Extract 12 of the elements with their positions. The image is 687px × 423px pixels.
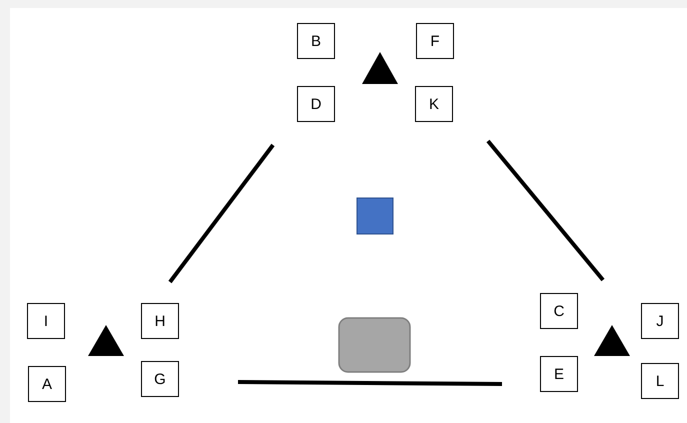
letter-box: K <box>415 86 453 122</box>
letter-box: A <box>28 366 66 402</box>
letter-box: G <box>141 361 179 397</box>
letter-box: B <box>297 23 335 59</box>
letter-box: C <box>540 293 578 329</box>
letter-box: F <box>416 23 454 59</box>
letter-box: H <box>141 303 179 339</box>
letter-box: E <box>540 356 578 392</box>
letter-box: D <box>297 86 335 122</box>
letter-box: J <box>641 303 679 339</box>
letter-box: L <box>641 363 679 399</box>
letter-box: I <box>27 303 65 339</box>
